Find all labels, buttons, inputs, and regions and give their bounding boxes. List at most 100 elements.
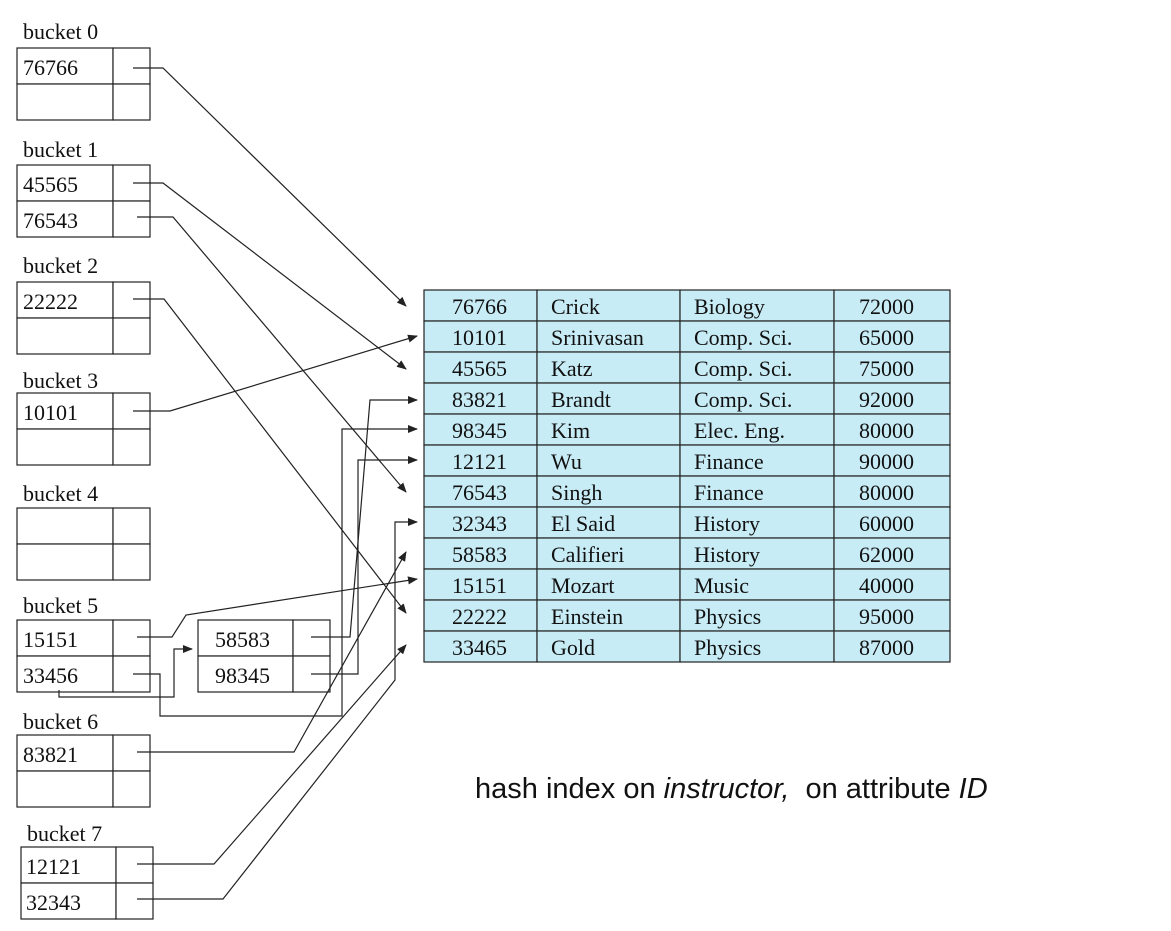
table-row: 22222 Einstein Physics 95000 bbox=[423, 599, 951, 632]
bucket-pointer-cell bbox=[112, 200, 151, 238]
table-cell-text: Mozart bbox=[551, 573, 615, 598]
table-cell-text: Singh bbox=[551, 480, 602, 505]
bucket-key-cell bbox=[16, 543, 114, 581]
table-cell-text: Wu bbox=[551, 449, 582, 474]
table-cell bbox=[679, 351, 835, 384]
table-cell bbox=[833, 289, 951, 322]
table-cell-text: Comp. Sci. bbox=[694, 325, 792, 350]
table-cell-text: Crick bbox=[551, 294, 600, 319]
bucket-pointer-cell bbox=[112, 655, 151, 693]
bucket-0: bucket 0 76766 bbox=[16, 19, 151, 121]
table-cell bbox=[833, 351, 951, 384]
table-cell-text: 22222 bbox=[452, 604, 507, 629]
bucket-entry: 76766 bbox=[23, 55, 78, 80]
table-cell bbox=[536, 289, 681, 322]
bucket-pointer-cell bbox=[112, 619, 151, 657]
bucket-key-cell bbox=[16, 428, 114, 466]
bucket-label: bucket 1 bbox=[23, 137, 98, 162]
table-cell-text: 15151 bbox=[452, 573, 507, 598]
bucket-key-cell bbox=[16, 770, 114, 808]
table-cell bbox=[679, 289, 835, 322]
table-cell-text: 65000 bbox=[859, 325, 914, 350]
table-cell bbox=[423, 289, 538, 322]
bucket-entry: 76543 bbox=[23, 208, 78, 233]
table-cell-text: Elec. Eng. bbox=[694, 418, 785, 443]
table-cell-text: Katz bbox=[551, 356, 593, 381]
bucket-pointer-cell bbox=[115, 846, 154, 884]
table-cell-text: Comp. Sci. bbox=[694, 387, 792, 412]
bucket-label: bucket 7 bbox=[27, 821, 102, 846]
overflow-pointer-cell bbox=[292, 619, 331, 657]
bucket-pointer-cell bbox=[112, 507, 151, 545]
table-cell bbox=[679, 475, 835, 508]
table-cell-text: 83821 bbox=[452, 387, 507, 412]
table-row: 83821 Brandt Comp. Sci. 92000 bbox=[423, 382, 951, 415]
bucket-key-cell bbox=[16, 392, 114, 430]
pointer-arrow bbox=[137, 518, 418, 900]
table-cell-text: 76543 bbox=[452, 480, 507, 505]
table-cell-text: Music bbox=[694, 573, 749, 598]
table-cell-text: Physics bbox=[694, 604, 761, 629]
table-cell-text: 33465 bbox=[452, 635, 507, 660]
table-cell-text: 58583 bbox=[452, 542, 507, 567]
table-cell bbox=[536, 537, 681, 570]
bucket-entry: 33456 bbox=[23, 663, 78, 688]
table-cell bbox=[423, 506, 538, 539]
bucket-key-cell bbox=[16, 164, 114, 202]
bucket-key-cell bbox=[16, 655, 114, 693]
pointer-arrow bbox=[137, 576, 418, 638]
bucket-pointer-cell bbox=[112, 734, 151, 772]
table-cell bbox=[536, 630, 681, 663]
pointer-arrow bbox=[137, 644, 407, 865]
table-cell-text: 95000 bbox=[859, 604, 914, 629]
bucket-key-cell bbox=[16, 619, 114, 657]
table-cell-text: 75000 bbox=[859, 356, 914, 381]
table-cell-text: 98345 bbox=[452, 418, 507, 443]
pointer-arrow bbox=[137, 216, 407, 493]
table-cell-text: Finance bbox=[694, 449, 764, 474]
bucket-key-cell bbox=[16, 83, 114, 121]
table-cell-text: Brandt bbox=[551, 387, 611, 412]
table-cell-text: 12121 bbox=[452, 449, 507, 474]
pointer-arrow bbox=[133, 182, 407, 370]
diagram-caption: hash index on instructor, on attribute I… bbox=[475, 773, 988, 805]
table-cell-text: Einstein bbox=[551, 604, 623, 629]
table-cell-text: 92000 bbox=[859, 387, 914, 412]
caption-relation-name: instructor, bbox=[664, 773, 790, 805]
table-cell bbox=[423, 568, 538, 601]
table-cell bbox=[833, 568, 951, 601]
bucket-pointer-cell bbox=[112, 428, 151, 466]
bucket-label: bucket 0 bbox=[23, 19, 98, 44]
table-cell bbox=[423, 320, 538, 353]
table-cell bbox=[833, 413, 951, 446]
bucket-pointer-cell bbox=[112, 47, 151, 85]
pointer-arrow bbox=[133, 67, 407, 307]
bucket-pointer-cell bbox=[112, 281, 151, 319]
table-cell-text: Gold bbox=[551, 635, 595, 660]
table-cell bbox=[679, 382, 835, 415]
bucket-key-cell bbox=[16, 317, 114, 355]
overflow-entry: 58583 bbox=[215, 627, 270, 652]
table-cell bbox=[679, 537, 835, 570]
table-cell bbox=[679, 568, 835, 601]
bucket-pointer-cell bbox=[115, 882, 154, 920]
table-cell bbox=[423, 444, 538, 477]
bucket-key-cell bbox=[20, 846, 117, 884]
table-cell-text: 90000 bbox=[859, 449, 914, 474]
bucket-entry: 45565 bbox=[23, 172, 78, 197]
table-cell-text: Califieri bbox=[551, 542, 624, 567]
table-cell-text: 45565 bbox=[452, 356, 507, 381]
table-cell bbox=[679, 599, 835, 632]
bucket-entry: 83821 bbox=[23, 742, 78, 767]
